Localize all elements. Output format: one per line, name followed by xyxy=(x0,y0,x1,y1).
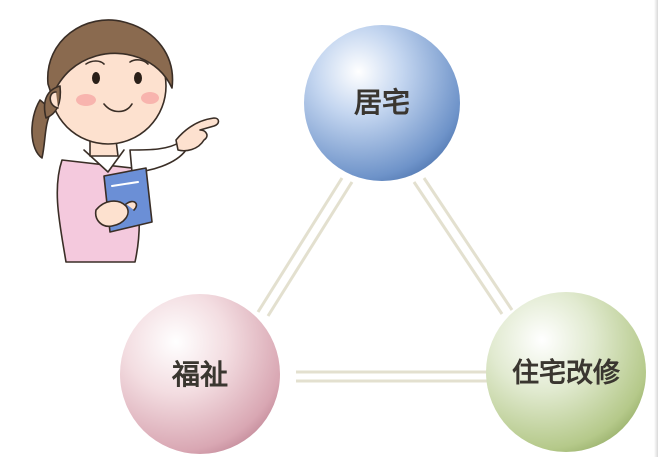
page-edge-shadow xyxy=(654,0,658,457)
sphere-welfare xyxy=(120,294,280,454)
sphere-home xyxy=(304,25,460,181)
node-welfare: 福祉 xyxy=(120,294,280,454)
node-home: 居宅 xyxy=(304,25,460,181)
connector-home-renovation xyxy=(412,177,514,315)
label-home: 居宅 xyxy=(354,86,410,119)
sphere-renovation xyxy=(486,292,646,452)
connector-welfare-renovation xyxy=(296,370,490,383)
connector-home-welfare xyxy=(256,177,354,317)
caregiver-illustration xyxy=(31,19,220,263)
node-renovation: 住宅改修 xyxy=(486,292,646,452)
label-renovation: 住宅改修 xyxy=(512,357,621,389)
label-welfare: 福祉 xyxy=(171,358,228,391)
